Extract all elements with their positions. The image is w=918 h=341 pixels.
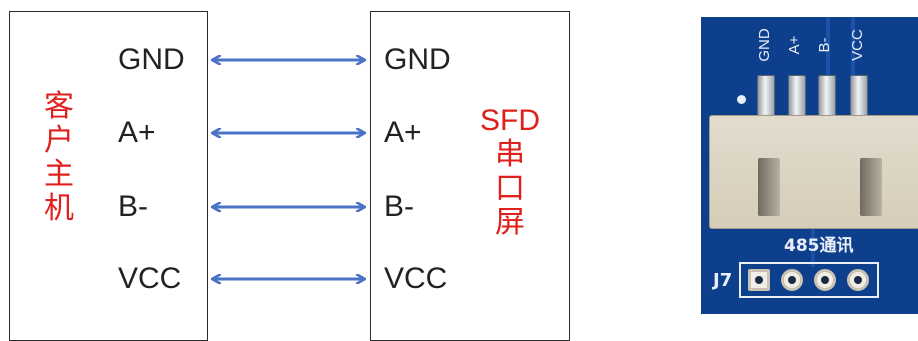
sfd-screen-box [370,11,570,341]
connector-slot [758,158,780,216]
sfd-pin-a-plus: A+ [384,116,422,149]
host-label: 客 户 主 机 [42,90,76,226]
pcb-trace [826,17,830,77]
host-box [9,11,208,341]
host-label-char: 主 [44,158,74,191]
sfd-pin-b-minus: B- [384,190,414,223]
pcb-pin-label-b-minus: B- [816,37,833,53]
host-label-char: 户 [44,124,74,157]
pin1-marker-dot [737,95,746,104]
through-hole-pad [814,269,836,291]
connection-arrows [0,0,918,332]
sfd-label-char: 屏 [495,206,525,239]
host-pin-a-plus: A+ [118,116,156,149]
pcb-trace [811,227,815,267]
sfd-label-char: 串 [495,138,525,171]
through-hole-pad [781,269,803,291]
sfd-label-text: SFD [480,104,540,137]
host-pin-vcc: VCC [118,262,182,295]
pcb-connector-label: 485通讯 [784,236,854,256]
pcb-pin-label-vcc: VCC [849,29,866,61]
through-hole-pad [847,269,869,291]
host-pin-gnd: GND [118,43,185,76]
pcb-photo: GND A+ B- VCC 485通讯 J7 [701,17,918,314]
sfd-pin-gnd: GND [384,43,451,76]
sfd-label-char: 口 [495,172,525,205]
j7-header-outline [739,262,879,298]
host-pin-b-minus: B- [118,190,148,223]
host-label-char: 客 [44,90,74,123]
pcb-trace [851,17,855,77]
sfd-screen-label: SFD 串 口 屏 [470,104,550,240]
pcb-pin-label-a-plus: A+ [786,35,803,55]
connector-slot [860,158,882,216]
pcb-pin-label-gnd: GND [756,28,773,62]
host-label-char: 机 [44,192,74,225]
sfd-pin-vcc: VCC [384,262,448,295]
pcb-header-ref: J7 [713,270,733,291]
connector-housing [709,115,918,229]
through-hole-pad [748,269,770,291]
